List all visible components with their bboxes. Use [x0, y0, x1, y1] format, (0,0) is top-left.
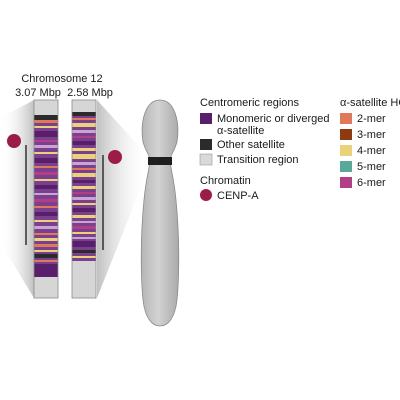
- bar-band: [34, 212, 58, 216]
- bar-band: [72, 186, 96, 189]
- zoom-funnel-right: [97, 100, 150, 298]
- bar-band: [72, 237, 96, 239]
- bar-band: [72, 232, 96, 234]
- legend-cenpa-dot: [200, 189, 212, 201]
- bar-band: [72, 173, 96, 177]
- legend-swatch-5mer: [340, 161, 352, 172]
- legend-swatch-4mer: [340, 145, 352, 156]
- bar-band: [72, 208, 96, 212]
- bar-outline: [71, 99, 97, 299]
- legend-label-monomeric-line1: Monomeric or diverged: [217, 113, 330, 125]
- cenpa-dot-1: [7, 134, 21, 148]
- bar-band: [34, 220, 58, 222]
- legend-label-6mer: 6-mer: [357, 177, 386, 189]
- bar-band: [34, 100, 58, 115]
- legend-hor-title: α-satellite HOR: [340, 97, 400, 109]
- bar-band: [72, 136, 96, 138]
- bar-band: [34, 193, 58, 195]
- legend-swatch-3mer: [340, 129, 352, 140]
- legend-label-4mer: 4-mer: [357, 145, 386, 157]
- bar-band: [34, 185, 58, 189]
- bar-band: [34, 131, 58, 137]
- legend-swatch-6mer: [340, 177, 352, 188]
- bar-band: [72, 148, 96, 151]
- legend-label-monomeric-line2: α-satellite: [217, 125, 264, 137]
- bar-band: [34, 199, 58, 202]
- legend-label-cenpa: CENP-A: [217, 190, 259, 202]
- bar-band: [72, 141, 96, 145]
- bar-band: [34, 238, 58, 241]
- haplotype-1-size: 3.07 Mbp: [15, 87, 61, 99]
- chromosome-ideogram: [140, 99, 180, 327]
- bar-band: [34, 179, 58, 181]
- bar-band: [34, 172, 58, 175]
- haplotype-1-bar: [33, 99, 59, 299]
- legend-label-transition: Transition region: [217, 154, 299, 166]
- legend-label-5mer: 5-mer: [357, 161, 386, 173]
- bar-band: [34, 166, 58, 168]
- legend-centromeric-title: Centromeric regions: [200, 97, 300, 109]
- bar-band: [34, 233, 58, 235]
- legend-swatch-other-satellite: [200, 139, 212, 150]
- bar-band: [72, 168, 96, 170]
- bar-band: [34, 226, 58, 229]
- bar-band: [72, 192, 96, 194]
- bar-band: [72, 203, 96, 205]
- legend-label-other-satellite: Other satellite: [217, 139, 285, 151]
- bar-band: [34, 126, 58, 128]
- bar-band: [72, 256, 96, 258]
- legend-chromatin-title: Chromatin: [200, 175, 251, 187]
- bar-band: [72, 100, 96, 112]
- bar-band: [72, 130, 96, 133]
- bar-band: [72, 123, 96, 127]
- bar-band: [72, 197, 96, 200]
- legend-label-2mer: 2-mer: [357, 113, 386, 125]
- bar-band: [34, 115, 58, 120]
- bar-band: [34, 260, 58, 262]
- bar-band: [72, 112, 96, 116]
- centromere-band: [148, 157, 172, 165]
- bar-band: [72, 180, 96, 183]
- cenpa-dot-2: [108, 150, 122, 164]
- bar-band: [34, 277, 58, 282]
- bar-band: [34, 120, 58, 123]
- bar-band: [72, 215, 96, 218]
- bar-band: [34, 254, 58, 258]
- bar-band: [72, 241, 96, 247]
- bar-band: [72, 118, 96, 120]
- legend-swatch-2mer: [340, 113, 352, 124]
- bar-band: [72, 226, 96, 229]
- bar-band: [34, 152, 58, 154]
- legend-swatch-monomeric: [200, 113, 212, 124]
- legend-label-3mer: 3-mer: [357, 129, 386, 141]
- bar-band: [72, 266, 96, 298]
- bar-band: [72, 221, 96, 223]
- bar-band: [34, 264, 58, 277]
- chromosome-title: Chromosome 12: [21, 73, 102, 85]
- bar-band: [34, 158, 58, 163]
- bar-band: [72, 250, 96, 253]
- bar-band: [34, 206, 58, 208]
- bar-band: [72, 162, 96, 165]
- haplotype-2-size: 2.58 Mbp: [67, 87, 113, 99]
- bar-band: [34, 145, 58, 148]
- bar-band: [34, 140, 58, 142]
- bar-band: [72, 261, 96, 266]
- zoom-funnel-left: [0, 100, 34, 298]
- bar-band: [34, 282, 58, 298]
- bar-outline: [33, 99, 59, 299]
- haplotype-2-bar: [71, 99, 97, 299]
- bar-band: [34, 250, 58, 252]
- bar-band: [34, 244, 58, 247]
- legend-swatch-transition: [199, 153, 213, 166]
- bar-band: [72, 154, 96, 159]
